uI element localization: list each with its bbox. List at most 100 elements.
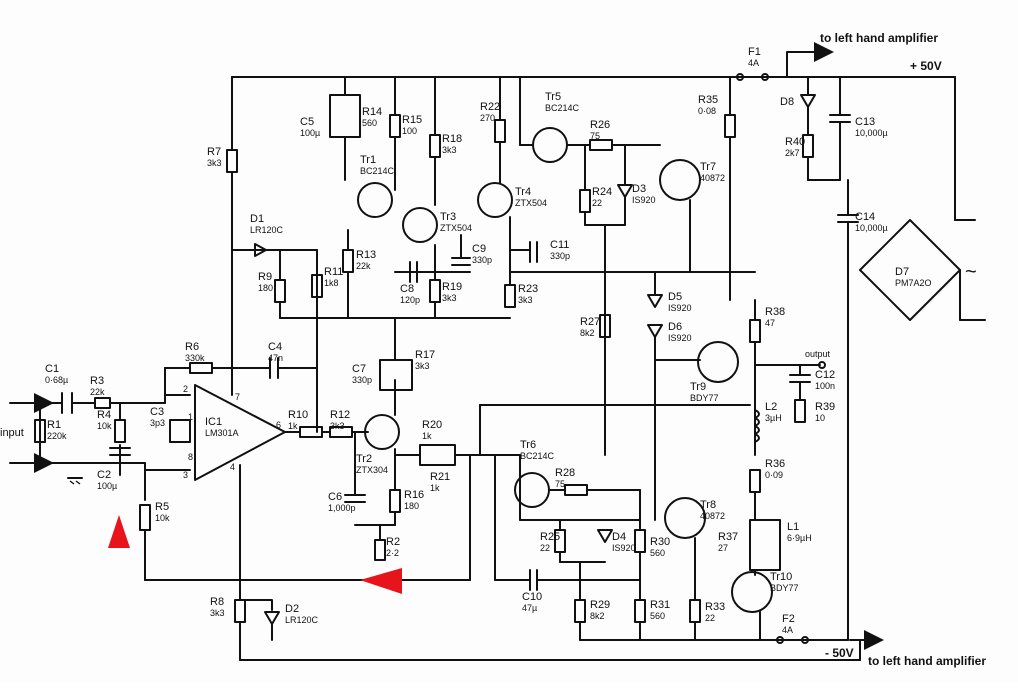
label-ac: ~ <box>965 261 977 283</box>
component-name-tr9: Tr9 <box>690 381 706 393</box>
component-name-c12: C12 <box>815 369 835 381</box>
positive-rail <box>231 76 956 221</box>
negative-rail <box>239 639 861 661</box>
component-name-tr1: Tr1 <box>360 154 376 166</box>
component-name-r16: R16 <box>404 489 424 501</box>
resistor-r19 <box>429 279 441 303</box>
component-value-ic1: LM301A <box>205 428 239 438</box>
component-value-tr9: BDY77 <box>690 393 719 403</box>
component-name-tr4: Tr4 <box>515 186 531 198</box>
component-name-d1: D1 <box>250 213 264 225</box>
component-value-l2: 3µH <box>765 413 782 423</box>
component-name-r31: R31 <box>650 599 670 611</box>
component-value-r33: 22 <box>705 613 715 623</box>
pin-1: 1 <box>188 412 193 422</box>
component-name-r13: R13 <box>356 249 376 261</box>
component-value-tr6: BC214C <box>520 451 555 461</box>
component-labels: C10·68µR1220kR322kR410kC2100µC33p3R510kR… <box>45 46 932 635</box>
resistor-r2 <box>374 539 386 561</box>
component-name-f1: F1 <box>748 46 761 58</box>
resistor-r10 <box>299 426 323 438</box>
component-name-r4: R4 <box>97 409 111 421</box>
component-value-r3: 22k <box>90 387 105 397</box>
component-name-r30: R30 <box>650 536 670 548</box>
resistor-r9 <box>274 279 286 303</box>
component-value-r22: 270 <box>480 113 495 123</box>
component-name-d4: D4 <box>612 531 626 543</box>
component-name-r11: R11 <box>324 266 343 278</box>
component-name-r17: R17 <box>415 349 435 361</box>
component-value-r21: 1k <box>430 483 440 493</box>
component-name-r36: R36 <box>765 458 785 470</box>
diode-d1 <box>254 243 267 257</box>
component-value-d7: PM7A2O <box>895 278 932 288</box>
resistor-r35 <box>724 114 736 138</box>
resistor-r1 <box>34 419 46 443</box>
component-name-r27: R27 <box>580 316 600 328</box>
diode-d4 <box>597 529 613 543</box>
component-name-r9: R9 <box>258 271 272 283</box>
component-name-d5: D5 <box>668 291 682 303</box>
component-value-c6: 1,000p <box>328 503 356 513</box>
component-value-f1: 4A <box>748 58 759 68</box>
component-name-r39: R39 <box>815 401 835 413</box>
input-wiring <box>9 393 471 581</box>
component-name-c13: C13 <box>855 116 875 128</box>
led-d8 <box>800 94 816 108</box>
component-name-f2: F2 <box>782 613 795 625</box>
component-value-r25: 22 <box>540 543 550 553</box>
component-name-r8: R8 <box>210 596 224 608</box>
transistor-tr2 <box>364 414 400 450</box>
component-value-r17: 3k3 <box>415 361 430 371</box>
component-name-r25: R25 <box>540 531 560 543</box>
transistor-tr8 <box>664 497 706 539</box>
label-plus50: + 50V <box>910 59 942 73</box>
component-value-c5: 100µ <box>300 128 320 138</box>
component-name-r22: R22 <box>480 101 500 113</box>
component-value-tr10: BDY77 <box>770 583 799 593</box>
component-value-c8: 120p <box>400 295 420 305</box>
component-value-r39: 10 <box>815 413 825 423</box>
component-value-c1: 0·68µ <box>45 375 68 385</box>
component-name-r24: R24 <box>592 186 612 198</box>
resistor-r18 <box>429 134 441 158</box>
component-value-d5: IS920 <box>668 303 692 313</box>
opamp-ic1 <box>194 384 286 481</box>
component-value-r28: 75 <box>555 479 565 489</box>
component-name-c10: C10 <box>522 591 542 603</box>
component-value-r13: 22k <box>356 261 371 271</box>
component-value-r38: 47 <box>765 318 775 328</box>
component-value-r18: 3k3 <box>442 145 457 155</box>
component-value-r36: 0·09 <box>765 470 783 480</box>
component-value-c7: 330p <box>352 375 372 385</box>
diode-d3 <box>617 184 633 198</box>
diode-d2 <box>264 611 280 625</box>
pin-6: 6 <box>276 420 281 430</box>
component-value-tr4: ZTX504 <box>515 198 547 208</box>
component-name-r12: R12 <box>330 409 350 421</box>
component-value-d4: IS920 <box>612 543 636 553</box>
resistor-r7 <box>226 149 238 173</box>
resistor-r30 <box>634 529 646 553</box>
component-value-r26: 75 <box>590 131 600 141</box>
component-name-d6: D6 <box>668 321 682 333</box>
pin-7: 7 <box>235 392 240 402</box>
resistor-r27 <box>599 314 611 338</box>
resistor-r24 <box>579 189 591 213</box>
component-value-r15: 100 <box>402 126 417 136</box>
resistor-r6 <box>189 362 213 374</box>
component-name-r3: R3 <box>90 375 104 387</box>
capacitor-c3 <box>169 419 191 443</box>
capacitor-c1 <box>61 392 73 414</box>
label-output: output <box>805 349 831 359</box>
component-value-c12: 100n <box>815 381 835 391</box>
red-arrow-left-marker <box>360 568 402 594</box>
component-name-r15: R15 <box>402 114 422 126</box>
component-value-d6: IS920 <box>668 333 692 343</box>
component-name-r26: R26 <box>590 119 610 131</box>
component-value-c14: 10,000µ <box>855 223 888 233</box>
component-name-tr8: Tr8 <box>700 499 716 511</box>
inductor-l2 <box>754 409 760 443</box>
red-arrow-up-marker <box>108 515 130 548</box>
